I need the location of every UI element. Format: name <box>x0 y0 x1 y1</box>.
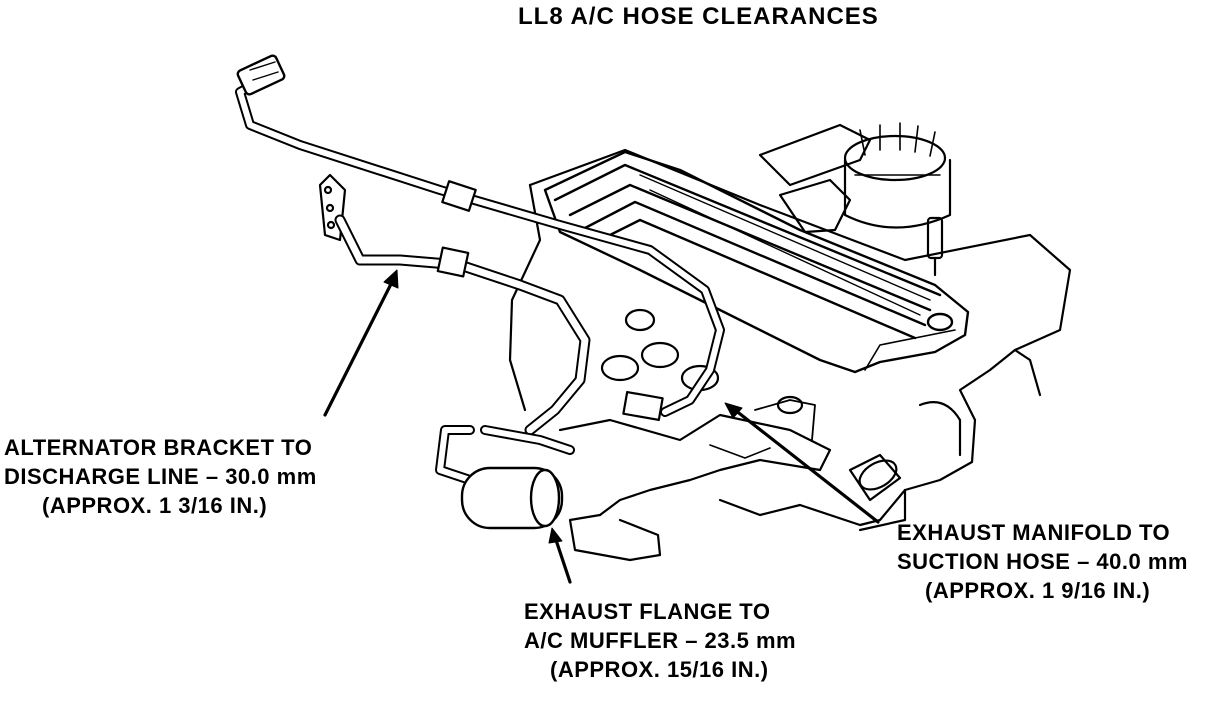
exhaust-manifold <box>558 308 832 562</box>
suction-hose <box>235 54 725 417</box>
manifold-label-line1: EXHAUST MANIFOLD TO <box>897 520 1171 545</box>
alternator-bracket <box>318 173 347 242</box>
alternator-label-line1: ALTERNATOR BRACKET TO <box>4 435 313 460</box>
engine-block <box>508 148 1072 532</box>
flange-label-line2: A/C MUFFLER – 23.5 mm <box>524 628 797 653</box>
valve-cover <box>543 150 970 374</box>
flange-label-line3: (APPROX. 15/16 IN.) <box>550 657 769 682</box>
discharge-line <box>334 214 664 436</box>
alternator-clearance-label: ALTERNATOR BRACKET TO DISCHARGE LINE – 3… <box>4 433 317 520</box>
manifold-label-line3: (APPROX. 1 9/16 IN.) <box>925 578 1151 603</box>
outlet-tube <box>848 401 962 502</box>
alternator-label-line3: (APPROX. 1 3/16 IN.) <box>42 493 268 518</box>
leader-arrows <box>323 269 880 584</box>
carburetor-assembly <box>758 122 952 277</box>
ac-muffler <box>435 425 575 530</box>
flange-clearance-label: EXHAUST FLANGE TO A/C MUFFLER – 23.5 mm … <box>524 597 796 684</box>
alternator-label-line2: DISCHARGE LINE – 30.0 mm <box>4 464 317 489</box>
flange-label-line1: EXHAUST FLANGE TO <box>524 599 771 624</box>
manifold-label-line2: SUCTION HOSE – 40.0 mm <box>897 549 1188 574</box>
diagram-title: LL8 A/C HOSE CLEARANCES <box>518 3 879 30</box>
manifold-clearance-label: EXHAUST MANIFOLD TO SUCTION HOSE – 40.0 … <box>897 518 1188 605</box>
